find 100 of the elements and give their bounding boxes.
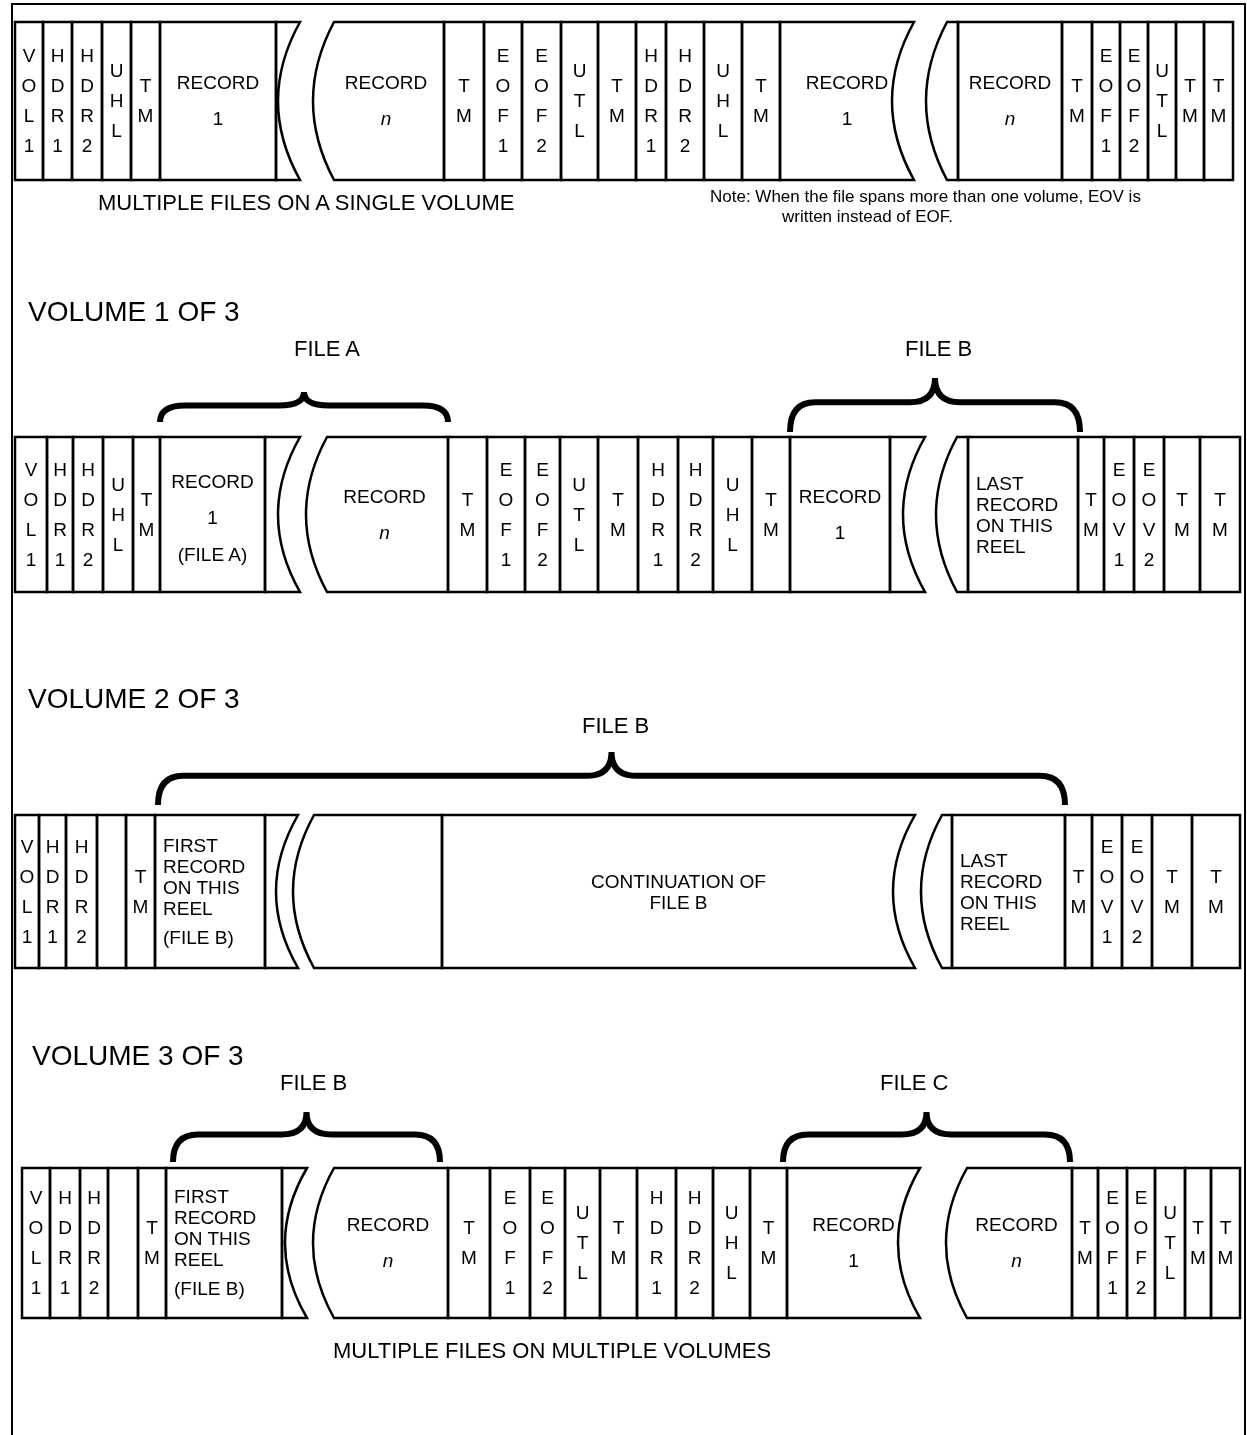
tape-block xyxy=(442,815,915,968)
tape-block xyxy=(780,22,914,180)
tape-block xyxy=(1127,1168,1155,1318)
block-label: T M xyxy=(610,487,626,542)
tape-block xyxy=(1148,22,1176,180)
block-label: T M xyxy=(1070,864,1087,919)
tape-block xyxy=(790,437,890,592)
block-label: E O F 1 xyxy=(495,44,511,158)
block-label: U T L xyxy=(1163,1201,1177,1285)
block-label: H D R 2 xyxy=(687,1186,702,1300)
tape-block xyxy=(787,1168,920,1318)
block-label: RECORD n xyxy=(968,71,1052,131)
block-label: T M xyxy=(1182,74,1198,128)
tape-block xyxy=(1200,437,1240,592)
block-label: T M xyxy=(138,487,155,542)
block-label: T M xyxy=(1210,74,1227,128)
block-label: U T L xyxy=(572,472,586,557)
block-label: T M xyxy=(753,74,769,128)
section-heading: VOLUME 2 OF 3 xyxy=(28,683,240,715)
block-label: T M xyxy=(763,487,779,542)
tape-block xyxy=(945,1168,1072,1318)
tape-block xyxy=(490,1168,530,1318)
blank-tape-block xyxy=(97,815,126,968)
file-label: FILE B xyxy=(582,713,650,739)
block-label: T M xyxy=(1212,487,1228,542)
tape-block xyxy=(1065,815,1092,968)
block-label: RECORD n xyxy=(344,71,428,131)
tape-block xyxy=(676,1168,713,1318)
block-label: RECORD 1 xyxy=(798,484,882,545)
tape-block xyxy=(742,22,780,180)
block-label: U T L xyxy=(572,59,587,143)
block-label: H D R 1 xyxy=(649,1186,664,1300)
tape-block xyxy=(598,22,636,180)
block-label: LAST RECORD ON THIS REEL xyxy=(960,849,1044,934)
blank-tape-block xyxy=(282,1168,307,1318)
section-heading: VOLUME 1 OF 3 xyxy=(28,296,240,328)
block-label: H D R 1 xyxy=(53,457,67,572)
tape-block xyxy=(1078,437,1104,592)
tape-block xyxy=(637,1168,676,1318)
block-label: T M xyxy=(132,864,149,919)
tape-block xyxy=(15,815,39,968)
block-label: U H L xyxy=(724,1201,739,1285)
block-label: T M xyxy=(1174,487,1190,542)
file-label: (FILE A) xyxy=(177,543,248,566)
tape-block xyxy=(968,437,1078,592)
tape-block xyxy=(22,1168,50,1318)
block-label: V O L 1 xyxy=(28,1186,44,1300)
tape-block xyxy=(598,437,638,592)
block-label: E O F 2 xyxy=(534,44,549,158)
tape-block xyxy=(312,22,444,180)
block-label: T M xyxy=(609,74,625,128)
tape-block xyxy=(80,1168,108,1318)
block-label: T M xyxy=(137,74,154,128)
tape-block xyxy=(1098,1168,1127,1318)
tape-block xyxy=(138,1168,166,1318)
tape-block xyxy=(73,437,103,592)
tape-block xyxy=(487,437,525,592)
tape-block xyxy=(448,1168,490,1318)
block-label: T M xyxy=(459,487,476,542)
tape-block xyxy=(1152,815,1192,968)
tape-block xyxy=(1155,1168,1185,1318)
tape-block xyxy=(638,437,678,592)
tape-block xyxy=(636,22,666,180)
tape-block xyxy=(713,437,752,592)
tape-block xyxy=(126,815,155,968)
block-label: T M xyxy=(1190,1216,1206,1270)
block-label: H D R 2 xyxy=(74,834,89,949)
block-label: LAST RECORD ON THIS REEL xyxy=(976,472,1060,557)
tape-block xyxy=(1204,22,1233,180)
block-label: T M xyxy=(1164,864,1180,919)
tape-block xyxy=(72,22,102,180)
tape-block xyxy=(560,437,598,592)
tape-block xyxy=(47,437,73,592)
tape-block xyxy=(952,815,1065,968)
block-label: E O F 1 xyxy=(1098,44,1114,158)
tape-block xyxy=(1134,437,1164,592)
block-label: E O F 1 xyxy=(502,1186,518,1300)
block-label: H D R 1 xyxy=(58,1186,72,1300)
block-label: E O V 2 xyxy=(1141,457,1157,572)
tape-block xyxy=(166,1168,282,1318)
tape-block xyxy=(750,1168,787,1318)
block-label: T M xyxy=(610,1216,627,1270)
tape-block xyxy=(15,437,47,592)
file-label: (FILE B) xyxy=(174,1278,245,1300)
block-label: H D R 2 xyxy=(80,44,94,158)
block-label: U T L xyxy=(575,1201,590,1285)
block-label: H D R 1 xyxy=(50,44,65,158)
block-label: T M xyxy=(1083,487,1099,542)
block-label: RECORD 1 xyxy=(805,71,889,131)
note: Note: When the file spans more than one volume, EOV is written instead of EOF. xyxy=(710,187,1142,227)
block-label: H D R 2 xyxy=(81,457,95,572)
tape-block xyxy=(131,22,160,180)
block-label: E O V 1 xyxy=(1099,834,1115,949)
tape-block xyxy=(305,437,448,592)
block-label: FIRST RECORD ON THIS REEL xyxy=(163,834,247,919)
block-label: T M xyxy=(760,1216,777,1270)
blank-tape-block xyxy=(890,437,925,592)
block-label: U H L xyxy=(716,59,730,143)
block-label: E O F 1 xyxy=(498,457,514,572)
tape-block xyxy=(713,1168,750,1318)
